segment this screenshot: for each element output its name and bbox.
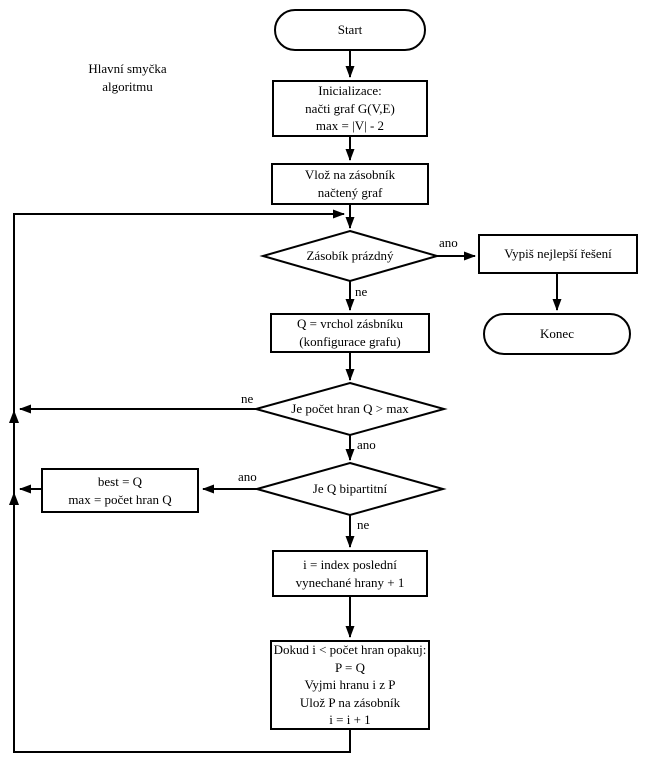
loop-box: Dokud i < počet hran opakuj: P = Q Vyjmi…: [270, 640, 430, 730]
edgecount-diamond-shape: [252, 381, 448, 437]
pop-box: Q = vrchol zásbníku (konfigurace grafu): [270, 313, 430, 353]
bipartite-diamond-label: Je Q bipartitní: [312, 481, 388, 496]
stackempty-diamond-shape: [259, 229, 441, 283]
index-box: i = index poslední vynechané hrany + 1: [272, 550, 428, 597]
edge-label-stackempty-yes: ano: [439, 235, 458, 250]
init-box: Inicializace: načti graf G(V,E) max = |V…: [272, 80, 428, 137]
trunk-up-arrowhead-1: [9, 410, 19, 423]
trunk-up-arrowhead-2: [9, 492, 19, 505]
edgecount-diamond-label: Je počet hran Q > max: [291, 401, 409, 416]
end-node: Konec: [483, 313, 631, 355]
stackempty-diamond-label: Zásobík prázdný: [306, 248, 394, 263]
bipartite-diamond-shape: [253, 461, 447, 517]
printbest-box: Vypiš nejlepší řešení: [478, 234, 638, 274]
edge-label-stackempty-no: ne: [355, 284, 368, 299]
edge-label-bipartite-no: ne: [357, 517, 370, 532]
push-box: Vlož na zásobník načtený graf: [271, 163, 429, 205]
annotation-label: Hlavní smyčka algoritmu: [88, 61, 167, 94]
edge-loopback-trunk: [13, 209, 351, 753]
edge-label-edgecount-no: ne: [241, 391, 254, 406]
edge-label-edgecount-yes: ano: [357, 437, 376, 452]
edge-label-bipartite-yes: ano: [238, 469, 257, 484]
start-node: Start: [274, 9, 426, 51]
best-box: best = Q max = počet hran Q: [41, 468, 199, 513]
